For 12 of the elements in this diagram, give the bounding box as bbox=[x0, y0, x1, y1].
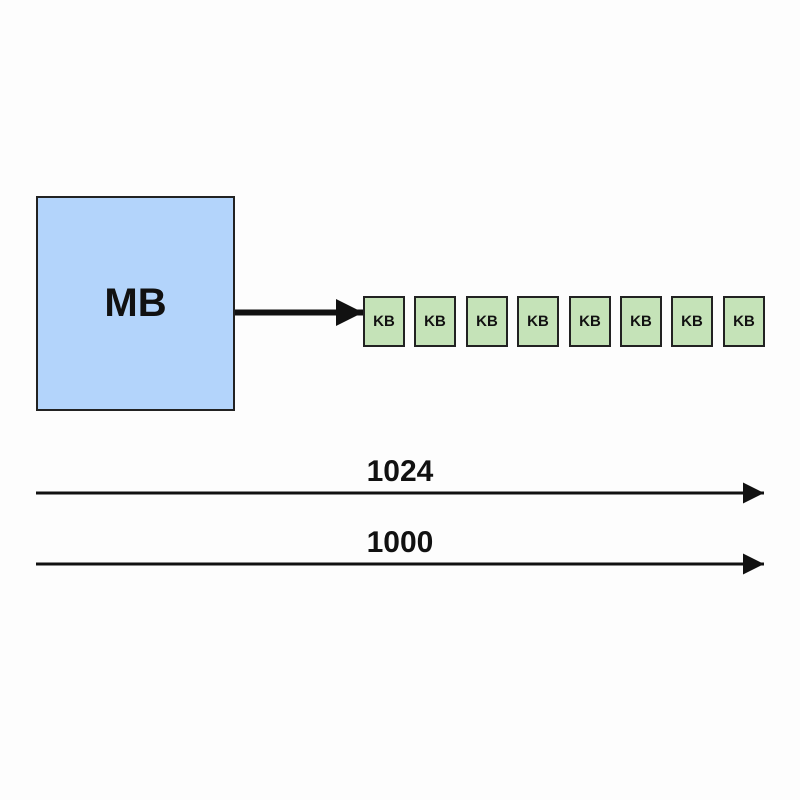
unit-box: KB bbox=[671, 296, 713, 347]
unit-box: KB bbox=[517, 296, 559, 347]
unit-box: KB bbox=[569, 296, 611, 347]
unit-box: KB bbox=[620, 296, 662, 347]
unit-box: KB bbox=[414, 296, 456, 347]
unit-box: KB bbox=[363, 296, 405, 347]
unit-box: KB bbox=[466, 296, 508, 347]
unit-box: KB bbox=[723, 296, 765, 347]
value-label: 1024 bbox=[366, 457, 434, 487]
arrow bbox=[235, 299, 363, 326]
value-label: 1000 bbox=[366, 528, 434, 558]
unit-box: MB bbox=[36, 196, 235, 411]
